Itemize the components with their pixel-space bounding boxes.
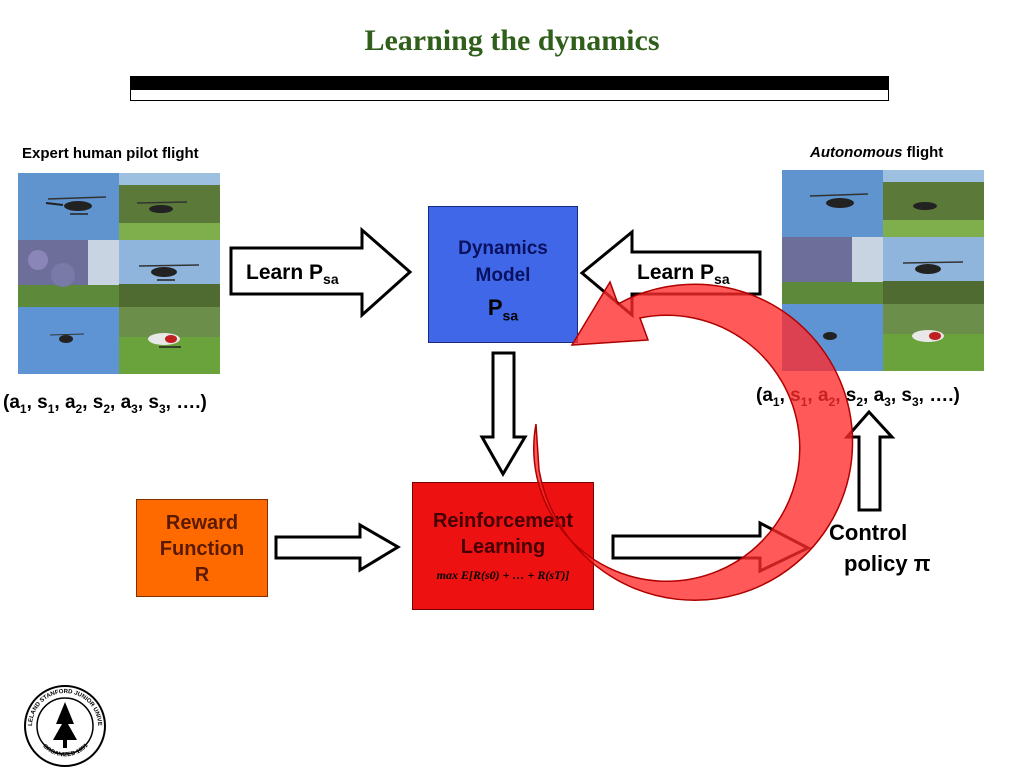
dynamics-model-box: Dynamics Model Psa <box>428 206 578 343</box>
control-policy-line1: Control <box>829 520 908 545</box>
learn-arrow-right <box>229 226 413 319</box>
slide-title: Learning the dynamics <box>364 24 660 57</box>
helicopter-photo <box>119 240 220 307</box>
helicopter-photo <box>782 170 883 237</box>
autonomous-flight-caption: Autonomous flight <box>810 144 944 161</box>
helicopter-photo <box>18 240 119 307</box>
autonomous-flight-photos <box>782 170 985 371</box>
title-rule-black <box>130 76 889 90</box>
expert-sequence: (a1, s1, a2, s2, a3, s3, ….) <box>3 392 207 416</box>
helicopter-photo <box>18 173 119 240</box>
reward-label-line3: R <box>194 564 210 586</box>
reward-label-line2: Function <box>159 538 245 560</box>
down-arrow <box>479 351 528 477</box>
dynamics-label-line1: Dynamics <box>458 238 548 259</box>
helicopter-photo <box>18 307 119 374</box>
control-policy-line2: policy π <box>844 551 931 576</box>
helicopter-photo <box>883 237 984 304</box>
stanford-seal-logo: LELAND STANFORD JUNIOR UNIVERSITY ORGANI… <box>20 684 106 767</box>
rl-label-line2: Learning <box>460 536 546 558</box>
title-rule-white <box>130 90 889 101</box>
reward-label-line1: Reward <box>165 512 239 534</box>
dynamics-symbol: Psa <box>487 295 519 324</box>
rl-label-line1: Reinforcement <box>432 510 574 532</box>
helicopter-photo <box>883 304 984 371</box>
learn-label-left: Learn Psa <box>246 261 339 288</box>
helicopter-photo <box>119 173 220 240</box>
expert-flight-caption: Expert human pilot flight <box>22 145 199 162</box>
reward-arrow <box>274 522 401 573</box>
up-arrow <box>843 409 896 512</box>
reward-function-box: Reward Function R <box>136 499 268 597</box>
helicopter-photo <box>782 237 883 304</box>
rl-objective-formula: max E[R(s0) + … + R(sT)] <box>436 568 570 582</box>
helicopter-photo <box>119 307 220 374</box>
helicopter-photo <box>883 170 984 237</box>
dynamics-label-line2: Model <box>475 265 531 286</box>
reinforcement-learning-box: Reinforcement Learning max E[R(s0) + … +… <box>412 482 594 610</box>
learn-label-right: Learn Psa <box>637 261 730 288</box>
expert-flight-photos <box>18 173 220 374</box>
